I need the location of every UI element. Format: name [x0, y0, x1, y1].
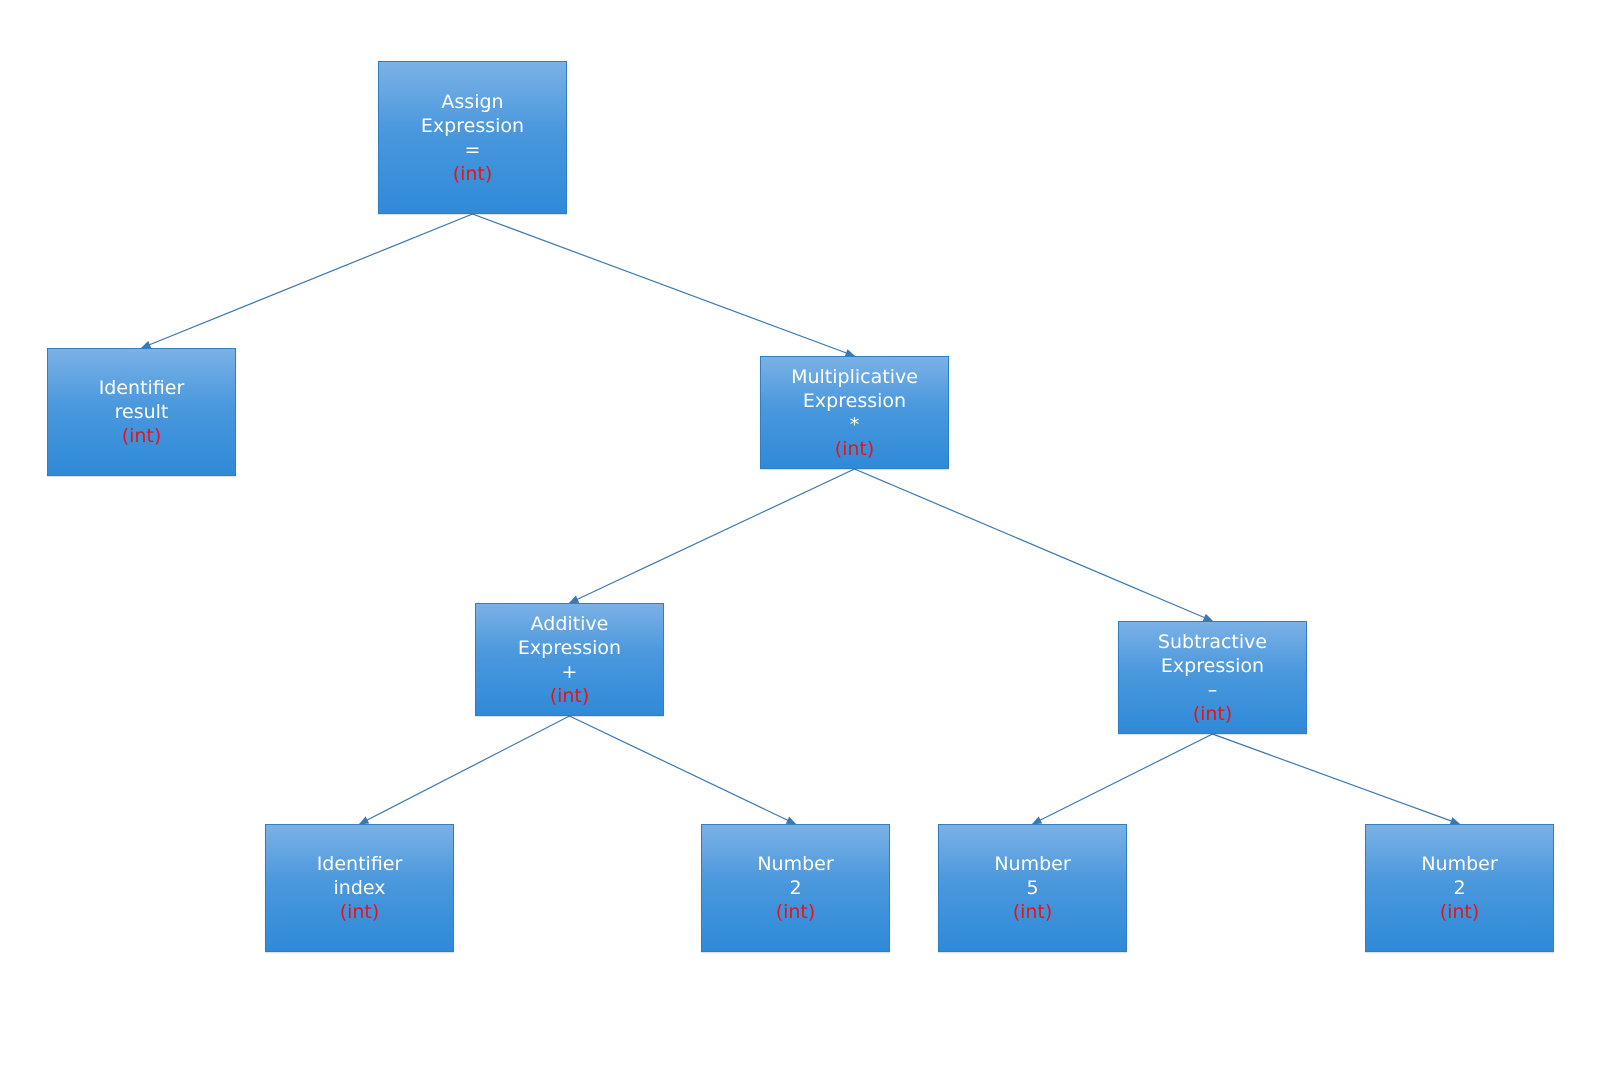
edge-assign-to-mult [472, 213, 856, 357]
node-multiplicative-expression: Multiplicative Expression * (int) [760, 356, 949, 469]
node-subtitle: 5 [1026, 877, 1039, 899]
edge-sub-to-num2b [1212, 733, 1461, 825]
node-subtitle: Expression [517, 636, 622, 659]
node-assign-expression: Assign Expression = (int) [378, 61, 567, 214]
node-subtitle: index [333, 877, 386, 899]
node-operator: – [1207, 678, 1218, 701]
node-type: (int) [775, 901, 816, 923]
node-type: (int) [1439, 901, 1480, 923]
node-subtitle: Expression [1160, 654, 1265, 677]
edge-add-to-ident_idx [358, 715, 570, 825]
node-title: Identifier [98, 377, 185, 399]
edge-mult-to-add [568, 468, 855, 604]
node-number-2-left: Number 2 (int) [701, 824, 890, 952]
node-number-5: Number 5 (int) [938, 824, 1127, 952]
node-subtitle: Expression [420, 114, 525, 137]
node-type: (int) [1012, 901, 1053, 923]
edge-add-to-num2a [569, 715, 797, 825]
node-type: (int) [549, 684, 590, 707]
node-title: Number [1421, 853, 1498, 875]
node-title: Number [757, 853, 834, 875]
node-subtitle: 2 [789, 877, 802, 899]
node-additive-expression: Additive Expression + (int) [475, 603, 664, 716]
node-title: Identifier [316, 853, 403, 875]
node-subtitle: Expression [802, 389, 907, 412]
node-type: (int) [834, 437, 875, 460]
node-title: Subtractive [1157, 630, 1268, 653]
node-title: Assign [441, 90, 504, 113]
node-type: (int) [339, 901, 380, 923]
node-operator: = [464, 138, 481, 161]
node-title: Multiplicative [791, 365, 918, 388]
node-type: (int) [121, 425, 162, 447]
node-subtitle: result [114, 401, 169, 423]
node-identifier-index: Identifier index (int) [265, 824, 454, 952]
node-subtractive-expression: Subtractive Expression – (int) [1118, 621, 1307, 734]
node-title: Additive [530, 612, 609, 635]
node-operator: * [849, 413, 860, 436]
node-type: (int) [1192, 702, 1233, 725]
edge-assign-to-ident_res [140, 213, 473, 349]
edge-mult-to-sub [854, 468, 1214, 622]
node-identifier-result: Identifier result (int) [47, 348, 236, 476]
node-subtitle: 2 [1453, 877, 1466, 899]
node-title: Number [994, 853, 1071, 875]
node-type: (int) [452, 162, 493, 185]
node-operator: + [561, 660, 578, 683]
edge-sub-to-num5 [1031, 733, 1213, 825]
node-number-2-right: Number 2 (int) [1365, 824, 1554, 952]
